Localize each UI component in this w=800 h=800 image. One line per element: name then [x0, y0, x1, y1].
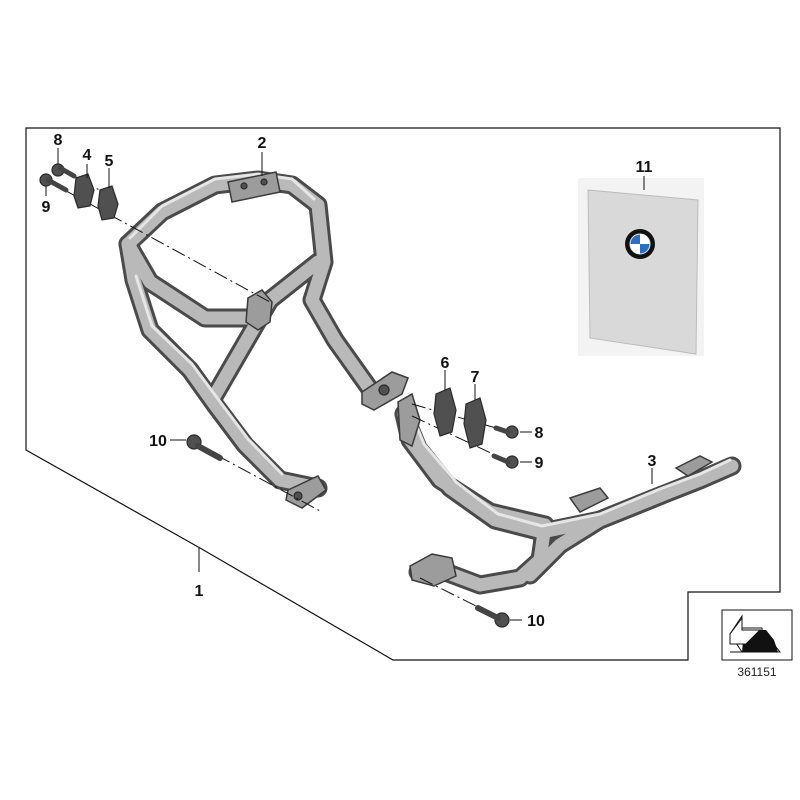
spacer-5: [97, 185, 119, 221]
callout-1: 1: [195, 583, 204, 600]
lower-bar-foot: [409, 553, 457, 587]
bolt-8-top: [51, 163, 77, 179]
fastener-group-right: [411, 387, 519, 469]
callout-10-bottom: 10: [527, 613, 545, 630]
spacer-6: [433, 387, 457, 437]
callout-numbers: 1 2 3 4 5 6 7 8 8 9 9 10 10 11: [42, 132, 657, 630]
callout-8-right: 8: [535, 425, 544, 442]
manual-booklet: [578, 178, 704, 356]
callout-8-top: 8: [54, 132, 63, 149]
callout-11: 11: [636, 159, 653, 176]
lower-bar-end-bracket: [674, 455, 714, 477]
lower-bar-top-plate: [397, 392, 421, 448]
top-bracket: [227, 171, 281, 203]
bolt-9-right: [491, 453, 519, 469]
callout-7: 7: [471, 369, 480, 386]
bolt-10-left: [186, 434, 323, 513]
reference-box: 361151: [721, 609, 793, 679]
bolt-9-top: [39, 173, 69, 193]
bolt-8-right: [493, 425, 519, 439]
callout-10-left: 10: [149, 433, 167, 450]
bolt-10-bottom: [419, 577, 510, 628]
lower-bar-mid-bracket: [568, 487, 610, 513]
spacer-7: [463, 397, 487, 449]
spacer-4: [73, 173, 95, 209]
callout-3: 3: [648, 453, 657, 470]
crash-bar-upper: [118, 170, 409, 509]
fastener-group-top-left: [39, 163, 271, 303]
callout-5: 5: [105, 153, 114, 170]
arrow-direction-icon: [729, 614, 782, 653]
callout-6: 6: [441, 355, 450, 372]
leader-lines: [45, 148, 653, 621]
reference-number: 361151: [737, 665, 776, 679]
boundary-frame: [25, 127, 781, 661]
callout-4: 4: [83, 147, 92, 164]
bmw-roundel-icon: [625, 229, 655, 259]
callout-2: 2: [258, 135, 267, 152]
callout-9-right: 9: [535, 455, 544, 472]
callout-9-top: 9: [42, 199, 51, 216]
crash-bar-lower: [394, 392, 742, 595]
